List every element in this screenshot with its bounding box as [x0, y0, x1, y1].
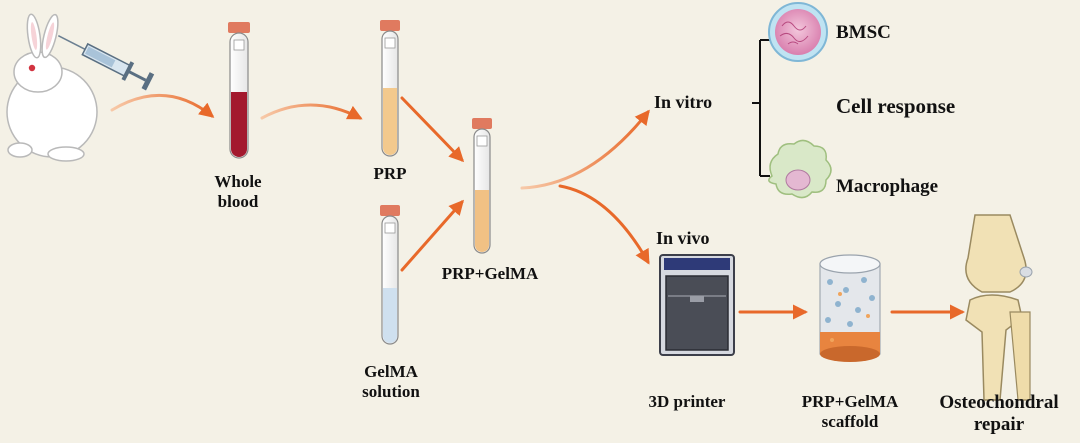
repair-label-line2: repair	[973, 413, 1025, 435]
prp-tube-icon	[380, 20, 400, 157]
bmsc-cell-icon	[768, 2, 828, 62]
whole-blood-label-line1: Whole	[214, 172, 262, 191]
arrow-prp-to-mix	[400, 96, 465, 163]
arrow-rabbit-to-blood	[110, 93, 215, 118]
cell-response-label: Cell response	[836, 94, 956, 118]
gelma-label-line2: solution	[362, 381, 420, 401]
rabbit-icon	[6, 13, 98, 162]
osteochondral-repair-label: Osteochondral repair	[926, 392, 1072, 436]
in-vivo-label: In vivo	[656, 228, 710, 248]
in-vitro-label: In vitro	[654, 92, 713, 112]
scaffold-label-line1: PRP+GelMA	[801, 392, 899, 411]
macrophage-cell-icon	[768, 139, 832, 199]
arrow-gelma-to-mix	[400, 199, 464, 272]
prp-gelma-label: PRP+GelMA	[441, 264, 539, 283]
whole-blood-label-line2: blood	[217, 191, 259, 211]
prp-gelma-tube-icon	[472, 118, 492, 254]
3d-printer-label: 3D printer	[648, 392, 726, 411]
cell-response-bracket	[752, 39, 770, 177]
gelma-label-line1: GelMA	[364, 362, 418, 381]
repair-label-line1: Osteochondral	[939, 392, 1059, 413]
arrow-blood-to-prp	[260, 103, 363, 120]
arrow-mix-to-in-vivo	[558, 184, 650, 265]
3d-printer-icon	[659, 254, 735, 356]
whole-blood-tube-icon	[228, 22, 250, 159]
gelma-solution-label: GelMA solution	[352, 362, 430, 401]
scaffold-label: PRP+GelMA scaffold	[784, 392, 916, 431]
syringe-icon	[57, 34, 155, 91]
bmsc-label: BMSC	[836, 22, 891, 43]
scaffold-label-line2: scaffold	[821, 411, 879, 431]
whole-blood-label: Whole blood	[206, 172, 270, 211]
gelma-tube-icon	[380, 205, 400, 345]
scaffold-icon	[819, 254, 881, 362]
prp-label: PRP	[373, 164, 407, 183]
macrophage-label: Macrophage	[836, 176, 939, 197]
knee-joint-icon	[965, 214, 1033, 401]
arrow-mix-to-in-vitro	[520, 109, 650, 190]
